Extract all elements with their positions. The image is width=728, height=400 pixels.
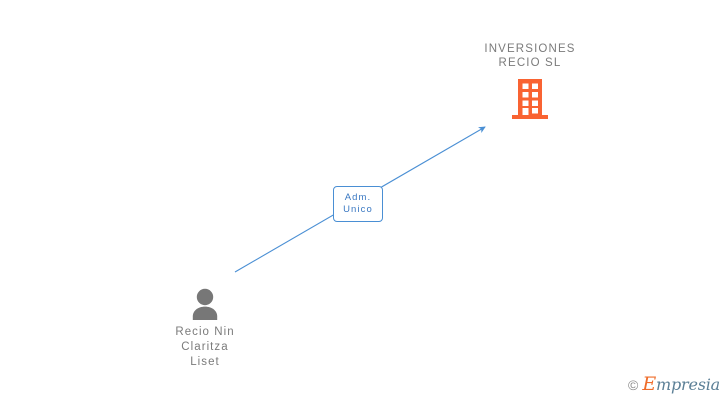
company-name-label: INVERSIONES RECIO SL — [484, 43, 576, 69]
brand-rest: mpresia — [656, 375, 720, 394]
company-node[interactable]: INVERSIONES RECIO SL — [452, 42, 608, 121]
company-icon-wrap — [452, 77, 608, 121]
person-icon-wrap — [142, 288, 268, 320]
relation-label-text: Adm. Unico — [343, 192, 373, 215]
watermark: © Empresia — [628, 375, 720, 394]
relation-label-box[interactable]: Adm. Unico — [333, 186, 383, 222]
copyright-icon: © — [628, 376, 639, 393]
brand-initial: E — [642, 373, 656, 395]
person-name-label: Recio Nin Claritza Liset — [175, 326, 235, 368]
person-icon — [192, 288, 218, 320]
building-icon — [512, 79, 548, 119]
person-node[interactable]: Recio Nin Claritza Liset — [142, 288, 268, 370]
brand-logo: Empresia — [642, 375, 720, 394]
